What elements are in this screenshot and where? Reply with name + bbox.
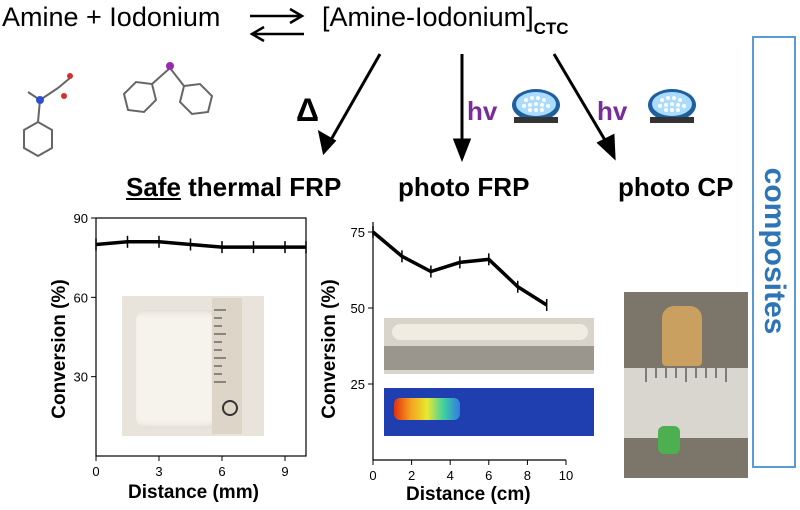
ruler-shape-3 [624, 368, 748, 438]
chart-photo-xtick-label: 10 [559, 468, 573, 483]
chart-thermal-ytick-label: 30 [74, 370, 88, 385]
led-lamp-icon-2 [648, 89, 696, 123]
chart-thermal-xtick-label: 9 [281, 464, 288, 479]
safe-word: Safe [126, 172, 181, 202]
ruler-shape [212, 298, 242, 434]
chart-photo-xlabel: Distance (cm) [406, 484, 531, 505]
chart-photo-ytick-label: 75 [351, 225, 365, 240]
chart-photo-xtick-label: 2 [408, 468, 415, 483]
chart-thermal-xlabel: Distance (mm) [128, 482, 259, 503]
arrow-photo-cp-head [596, 133, 616, 161]
polymer-cylinder-shape [136, 310, 224, 428]
chart-photo-xtick-label: 6 [485, 468, 492, 483]
chart-thermal-frame [95, 217, 307, 457]
hv-label-1: hv [467, 96, 498, 126]
chart-photo-xtick-label: 4 [447, 468, 454, 483]
thermal-sample-photo [122, 296, 264, 436]
amine-molecule-icon [23, 73, 73, 158]
photo-frp-label: photo FRP [398, 172, 530, 202]
composite-sample-shape [662, 306, 702, 366]
chart-photo-ytick-label: 25 [351, 377, 365, 392]
pathway-arrows [317, 53, 616, 163]
ctc-subscript: CTC [533, 19, 569, 38]
chart-thermal-xtick-label: 3 [155, 464, 162, 479]
arrow-photo-frp-head [452, 138, 472, 163]
chart-photo-ytick-label: 50 [351, 301, 365, 316]
iodonium-molecule-icon [122, 62, 214, 116]
ruler-shape-2 [384, 346, 594, 370]
green-tag-shape [658, 426, 680, 454]
thermal-frp-text: thermal FRP [180, 172, 342, 202]
photo-cp-sample-photo [624, 292, 748, 478]
chart-photo-series-line [371, 230, 548, 307]
chart-photo-xtick-label: 8 [524, 468, 531, 483]
chart-thermal-xtick-label: 0 [92, 464, 99, 479]
photo-sample-strip [384, 318, 594, 374]
thermal-image-heatmap [384, 388, 594, 436]
thermal-frp-label: Safe thermal FRP [126, 172, 341, 203]
heatmap-hotspot [394, 398, 460, 420]
chart-thermal-ytick-label: 90 [74, 211, 88, 226]
ctc-complex-label: [Amine-Iodonium] [322, 2, 534, 32]
chart-thermal-ytick-label: 60 [74, 290, 88, 305]
led-lamp-icon [512, 89, 560, 123]
chart-photo-xtick-label: 0 [369, 468, 376, 483]
arrow-thermal-head [317, 130, 337, 156]
composites-box [752, 36, 796, 468]
reactants-text: Amine + Iodonium [2, 2, 221, 32]
photo-cp-label: photo CP [618, 172, 734, 202]
heat-symbol: Δ [296, 92, 319, 128]
chart-thermal-series-line [95, 240, 306, 249]
ctc-complex-text: [Amine-Iodonium]CTC [322, 2, 569, 38]
equilibrium-arrows-icon [249, 7, 305, 43]
hv-label-2: hv [597, 96, 628, 126]
chart-thermal-xtick-label: 6 [218, 464, 225, 479]
chart-photo-ylabel: Conversion (%) [319, 279, 340, 419]
polymer-rod-shape [392, 324, 588, 340]
